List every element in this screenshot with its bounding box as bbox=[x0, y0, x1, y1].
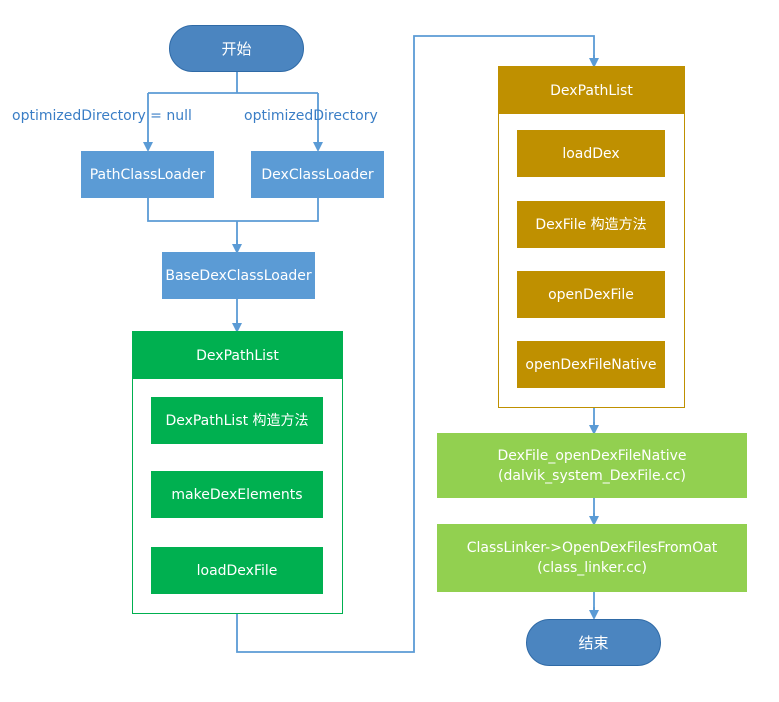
edge-left-to-right bbox=[236, 35, 595, 653]
edge-start-split bbox=[147, 72, 319, 148]
label-optimized-null: optimizedDirectory = null bbox=[12, 108, 192, 124]
dexfile-constructor: DexFile 构造方法 bbox=[517, 201, 665, 248]
dex-class-loader: DexClassLoader bbox=[251, 151, 384, 198]
label-optimized-dir: optimizedDirectory bbox=[244, 108, 378, 124]
linker-line2: (class_linker.cc) bbox=[537, 560, 647, 576]
dexpathlist-title-right: DexPathList bbox=[499, 67, 684, 114]
linker-line1: ClassLinker->OpenDexFilesFromOat bbox=[466, 540, 718, 556]
native-line2: (dalvik_system_DexFile.cc) bbox=[498, 467, 686, 484]
load-dex: loadDex bbox=[517, 130, 665, 177]
classlinker-open-dex: ClassLinker->OpenDexFilesFromOat (class_… bbox=[437, 524, 747, 592]
make-dex-elements: makeDexElements bbox=[151, 471, 323, 518]
open-dex-file: openDexFile bbox=[517, 271, 665, 318]
dexpathlist-constructor: DexPathList 构造方法 bbox=[151, 397, 323, 444]
edge-loaders-merge bbox=[147, 198, 319, 246]
path-class-loader: PathClassLoader bbox=[81, 151, 214, 198]
dexfile-open-native: DexFile_openDexFileNative (dalvik_system… bbox=[437, 433, 747, 498]
open-dex-file-native: openDexFileNative bbox=[517, 341, 665, 388]
native-line1: DexFile_openDexFileNative bbox=[497, 447, 687, 464]
start-node: 开始 bbox=[169, 25, 304, 72]
end-node: 结束 bbox=[526, 619, 661, 666]
dexpathlist-title-left: DexPathList bbox=[133, 332, 342, 379]
load-dex-file: loadDexFile bbox=[151, 547, 323, 594]
base-dex-class-loader: BaseDexClassLoader bbox=[162, 252, 315, 299]
